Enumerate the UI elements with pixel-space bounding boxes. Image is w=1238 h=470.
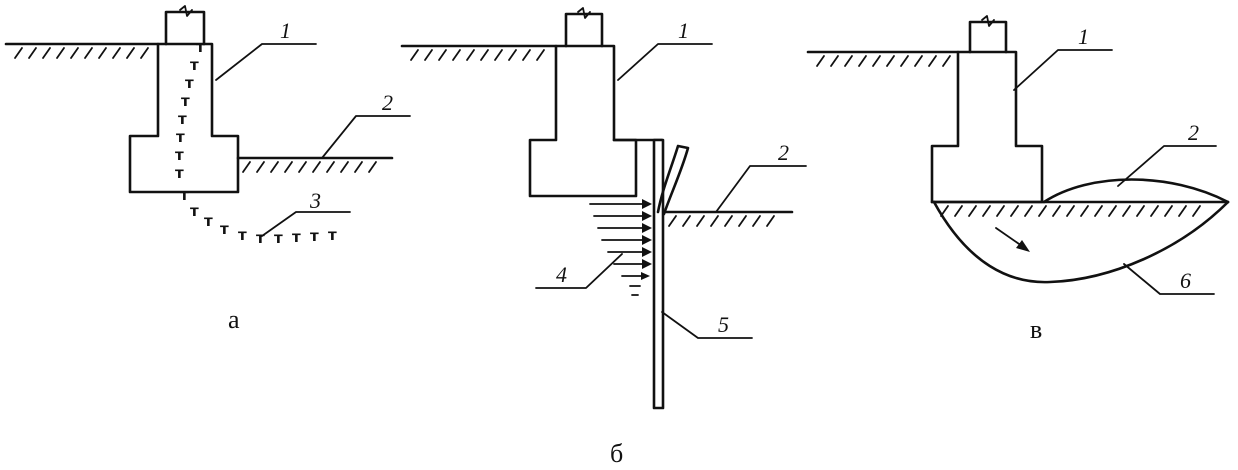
svg-text:т: т xyxy=(185,74,194,92)
svg-text:т: т xyxy=(180,186,189,204)
label-1-a: 1 xyxy=(280,18,291,43)
label-1-v: 1 xyxy=(1078,24,1089,49)
column xyxy=(164,10,206,46)
svg-text:т: т xyxy=(274,229,283,247)
svg-text:т: т xyxy=(175,164,184,182)
svg-text:т: т xyxy=(190,202,199,220)
leader-2-a xyxy=(321,115,411,159)
svg-text:т: т xyxy=(220,220,229,238)
leader-2-b xyxy=(715,165,807,213)
ground-hatch-base xyxy=(940,205,1201,217)
label-2-b: 2 xyxy=(778,140,789,165)
deflected-pile xyxy=(656,144,690,216)
sheet-pile xyxy=(652,138,665,410)
leader-2-v xyxy=(1117,145,1217,187)
label-4-b: 4 xyxy=(556,262,567,287)
ground-hatch-left xyxy=(14,47,149,59)
label-2-v: 2 xyxy=(1188,120,1199,145)
earth-pressure-arrows xyxy=(589,199,652,296)
ground-hatch-left xyxy=(816,55,951,67)
label-1-b: 1 xyxy=(678,18,689,43)
svg-text:т: т xyxy=(292,228,301,246)
caption-b: б xyxy=(610,439,623,468)
dotted-failure-line: т т т т т т т т т т т т т т т т т т xyxy=(175,38,337,247)
leader-5-b xyxy=(661,311,753,339)
label-5-b: 5 xyxy=(718,312,729,337)
leader-6-v xyxy=(1123,263,1215,295)
svg-text:т: т xyxy=(196,38,205,56)
panel-a: т т т т т т т т т т т т т т т т т т 1 2 … xyxy=(4,5,411,334)
foundation-1 xyxy=(930,50,1044,204)
label-2-a: 2 xyxy=(382,90,393,115)
svg-text:т: т xyxy=(175,146,184,164)
motion-arrow-shaft xyxy=(995,227,1023,247)
column-break-mark xyxy=(179,5,193,17)
sliding-surface xyxy=(932,200,1230,284)
svg-text:т: т xyxy=(204,212,213,230)
leader-1-a xyxy=(215,43,317,81)
label-6-v: 6 xyxy=(1180,268,1191,293)
svg-text:т: т xyxy=(190,56,199,74)
panel-b: 1 2 4 5 б xyxy=(400,7,807,468)
motion-arrow-head xyxy=(1016,240,1030,252)
leader-3-a xyxy=(261,211,351,237)
svg-text:т: т xyxy=(256,229,265,247)
heave-bulge xyxy=(1042,178,1230,204)
svg-text:т: т xyxy=(176,128,185,146)
caption-v: в xyxy=(1030,315,1042,344)
foundation-1 xyxy=(128,42,240,194)
caption-a: а xyxy=(228,305,240,334)
column xyxy=(968,20,1008,54)
leader-1-b xyxy=(617,43,713,81)
ground-hatch-right xyxy=(242,161,377,173)
svg-text:т: т xyxy=(181,92,190,110)
column-break-mark xyxy=(577,7,591,19)
column-break-mark xyxy=(981,15,995,27)
foundation-1 xyxy=(528,44,638,198)
column xyxy=(564,12,604,48)
leader-4-b xyxy=(535,253,623,289)
svg-text:т: т xyxy=(178,110,187,128)
svg-text:т: т xyxy=(328,226,337,244)
ground-hatch-left xyxy=(410,49,545,61)
svg-text:т: т xyxy=(238,226,247,244)
label-3-a: 3 xyxy=(309,188,321,213)
leader-1-v xyxy=(1013,49,1113,91)
ground-hatch-right xyxy=(668,215,775,227)
svg-text:т: т xyxy=(310,227,319,245)
panel-v: 1 2 6 в xyxy=(806,15,1230,344)
